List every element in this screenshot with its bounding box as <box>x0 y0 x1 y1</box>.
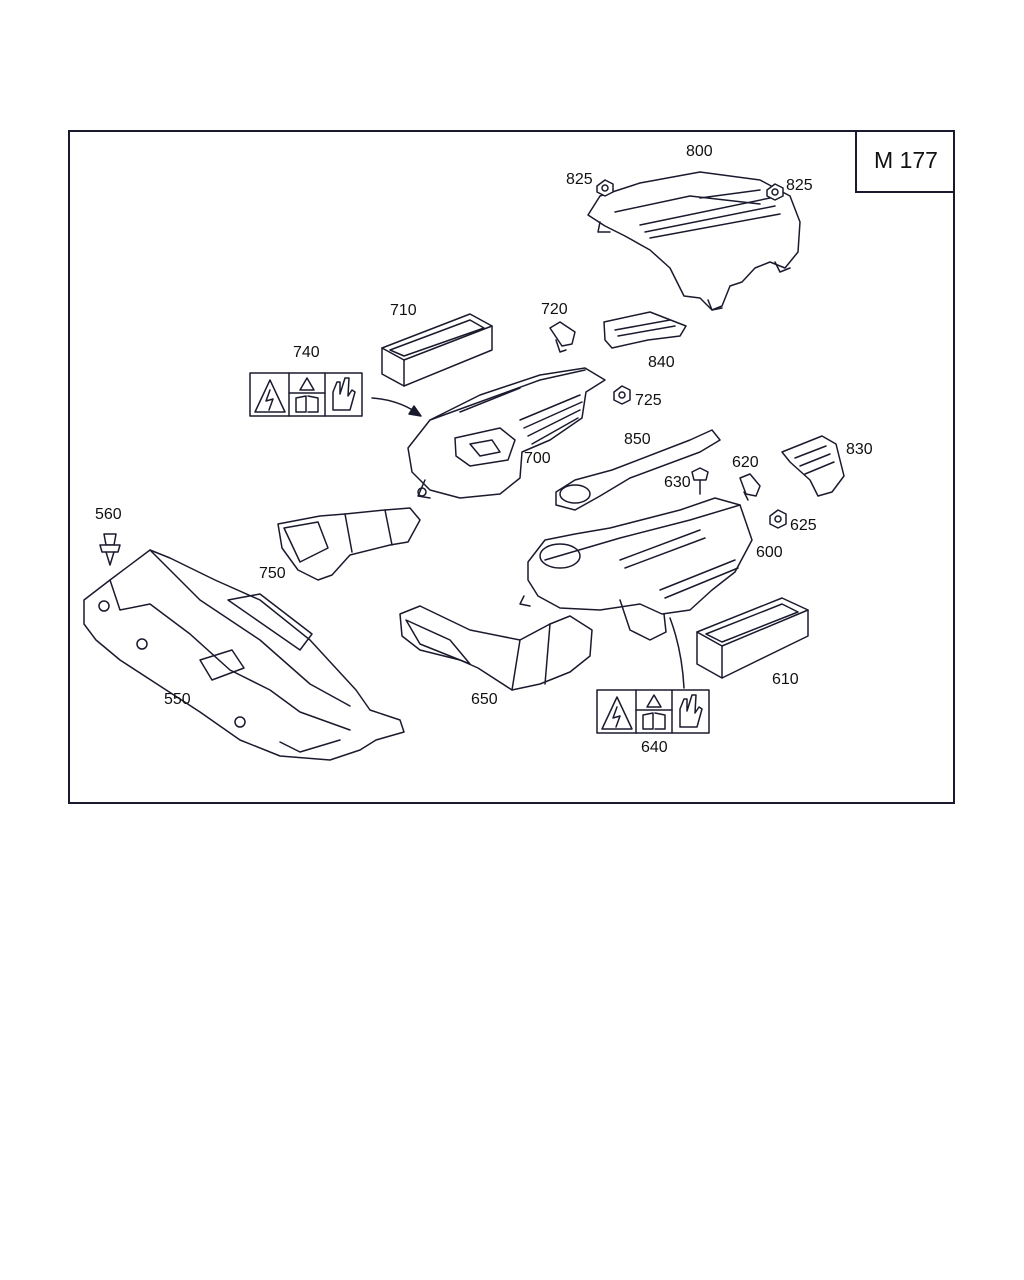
callout-720: 720 <box>541 301 568 318</box>
part-700-filter-housing-left <box>407 367 606 499</box>
part-630-screw <box>691 467 709 495</box>
callout-625: 625 <box>790 517 817 534</box>
part-640-warning-label <box>596 689 710 734</box>
callout-630: 630 <box>664 474 691 491</box>
part-650-intake-duct <box>399 605 593 691</box>
part-560-clip <box>99 533 121 566</box>
callout-650: 650 <box>471 691 498 708</box>
part-840-cover <box>603 311 687 349</box>
callout-800: 800 <box>686 143 713 160</box>
callout-840: 840 <box>648 354 675 371</box>
callout-825-right: 825 <box>786 177 813 194</box>
part-740-warning-label <box>249 372 363 417</box>
model-code-box: M 177 <box>855 130 955 193</box>
part-725-nut <box>613 385 631 405</box>
callout-850: 850 <box>624 431 651 448</box>
part-550-undertray <box>83 549 405 761</box>
callout-725: 725 <box>635 392 662 409</box>
part-800-engine-cover <box>587 171 801 311</box>
callout-560: 560 <box>95 506 122 523</box>
callout-640: 640 <box>641 739 668 756</box>
part-825-nut-left <box>596 179 614 197</box>
diagram-frame <box>68 130 955 804</box>
callout-700: 700 <box>524 450 551 467</box>
callout-550: 550 <box>164 691 191 708</box>
part-825-nut-right <box>766 183 784 201</box>
part-720-sensor <box>549 321 576 353</box>
part-750-intake-duct <box>277 507 421 581</box>
pointer-line-640 <box>669 617 685 689</box>
callout-610: 610 <box>772 671 799 688</box>
callout-600: 600 <box>756 544 783 561</box>
part-610-air-filter <box>696 597 809 679</box>
part-625-nut <box>769 509 787 529</box>
part-620-sensor <box>739 473 761 501</box>
part-830-cover <box>781 435 845 497</box>
arrowhead-740 <box>408 405 422 417</box>
callout-740: 740 <box>293 344 320 361</box>
model-code: M 177 <box>874 147 938 173</box>
part-850-bracket <box>555 429 721 511</box>
callout-710: 710 <box>390 302 417 319</box>
callout-750: 750 <box>259 565 286 582</box>
callout-825-left: 825 <box>566 171 593 188</box>
part-600-filter-housing-right <box>519 497 753 641</box>
callout-620: 620 <box>732 454 759 471</box>
part-710-air-filter <box>381 313 493 387</box>
callout-830: 830 <box>846 441 873 458</box>
